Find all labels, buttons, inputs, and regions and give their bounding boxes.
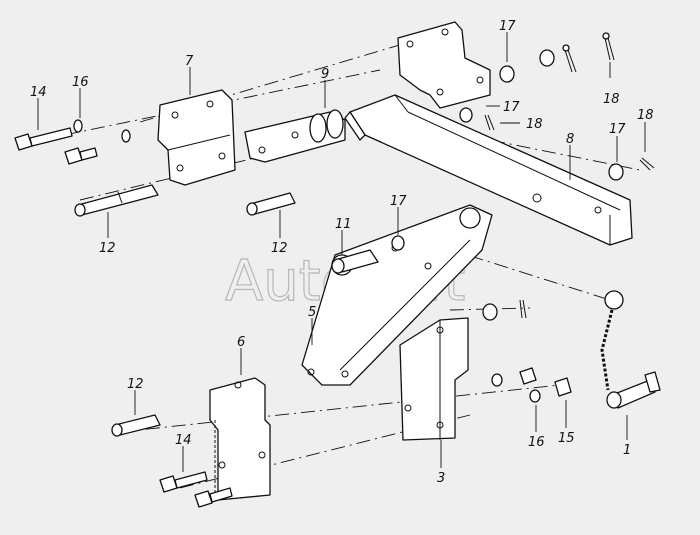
callout-12: 12 bbox=[271, 241, 288, 256]
callout-6: 6 bbox=[237, 335, 245, 350]
callout-1: 1 bbox=[623, 443, 631, 458]
callout-12: 12 bbox=[99, 241, 116, 256]
callout-12: 12 bbox=[127, 377, 144, 392]
leader-lines bbox=[37, 32, 646, 472]
hinge-bracket-9 bbox=[244, 109, 346, 163]
callout-18: 18 bbox=[526, 117, 543, 132]
callout-7: 7 bbox=[185, 54, 194, 69]
cotter-pins-18 bbox=[484, 32, 655, 319]
callout-17: 17 bbox=[499, 19, 516, 34]
nuts-15 bbox=[519, 367, 572, 397]
callout-8: 8 bbox=[566, 132, 574, 147]
callout-17: 17 bbox=[609, 122, 626, 137]
callout-5: 5 bbox=[308, 305, 316, 320]
channel-beam-8 bbox=[344, 94, 633, 246]
callout-18: 18 bbox=[637, 108, 654, 123]
bracket-plate-7 bbox=[157, 89, 236, 186]
bracket-plate-upper bbox=[397, 21, 491, 109]
washers-17 bbox=[391, 49, 624, 387]
callout-labels: 14 16 7 9 17 18 17 18 8 17 18 12 12 11 1… bbox=[30, 19, 654, 486]
callout-16: 16 bbox=[72, 75, 89, 90]
bolt-14-lower-b bbox=[194, 487, 233, 508]
callout-11: 11 bbox=[335, 217, 352, 232]
callout-14: 14 bbox=[175, 433, 192, 448]
mount-plate-6 bbox=[209, 377, 271, 501]
callout-18: 18 bbox=[603, 92, 620, 107]
callout-9: 9 bbox=[321, 67, 329, 82]
callout-17: 17 bbox=[390, 194, 407, 209]
arm-5 bbox=[301, 204, 493, 386]
callout-16: 16 bbox=[528, 435, 545, 450]
callout-17: 17 bbox=[503, 100, 520, 115]
pin-12-middle bbox=[246, 192, 296, 216]
bolt-14-upper-b bbox=[64, 147, 98, 165]
washers-16 bbox=[73, 119, 541, 403]
bolt-14-lower bbox=[159, 471, 208, 493]
lock-pin-1 bbox=[600, 290, 661, 409]
callout-15: 15 bbox=[558, 431, 575, 446]
axle-pin-11 bbox=[331, 249, 379, 274]
bolt-14-upper bbox=[14, 127, 73, 151]
pin-12-lower bbox=[111, 414, 161, 437]
mount-bracket-3 bbox=[399, 317, 469, 441]
callout-3: 3 bbox=[437, 471, 445, 486]
pin-12-upper-left bbox=[74, 184, 159, 217]
callout-14: 14 bbox=[30, 85, 47, 100]
